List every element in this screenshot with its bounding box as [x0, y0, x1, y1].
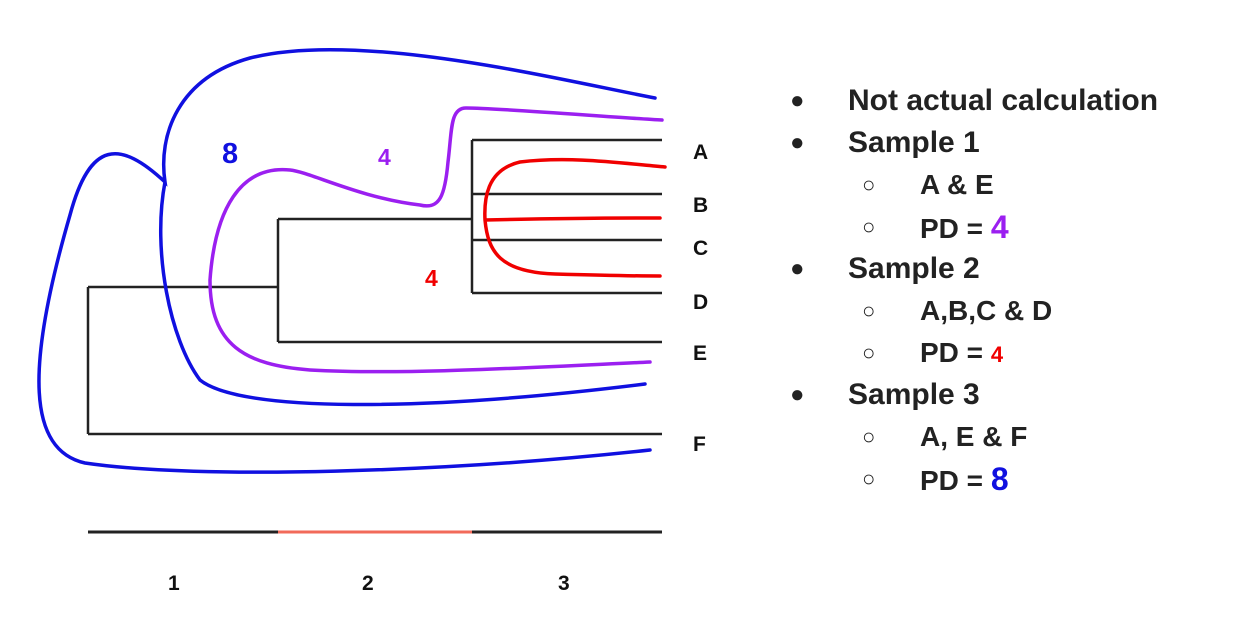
sample-1-members: ○ A & E	[790, 164, 1230, 206]
legend-list: ● Not actual calculation ● Sample 1 ○ A …	[790, 80, 1230, 500]
bullet-hollow-icon: ○	[862, 340, 876, 365]
axis-tick-label-1: 1	[168, 572, 180, 595]
tree-branches	[86, 138, 662, 436]
scale-axis: 1 2 3	[88, 530, 662, 595]
bullet-filled-icon: ●	[790, 129, 805, 156]
sample-3-title: Sample 3	[848, 378, 980, 411]
sample-3-outline	[37, 47, 657, 474]
bullet-hollow-icon: ○	[862, 424, 876, 449]
sample-3-pd-prefix: PD =	[920, 465, 991, 496]
sample-2-pd-value: 4	[990, 342, 1004, 367]
sample-1-title: Sample 1	[848, 126, 980, 159]
sample-3-members: ○ A, E & F	[790, 416, 1230, 458]
phylogenetic-tree-diagram: 8 4 4 A B C D E F 1 2 3	[37, 47, 708, 595]
sample-3-pd-value: 8	[990, 461, 1009, 497]
sample-3-members-text: A, E & F	[920, 421, 1028, 452]
sample-2-pd-label: 4	[425, 265, 438, 291]
bullet-hollow-icon: ○	[862, 214, 876, 239]
tip-label-b: B	[693, 194, 708, 217]
axis-tick-label-3: 3	[558, 572, 570, 595]
bullet-filled-icon: ●	[790, 87, 805, 114]
legend-item-sample-2: ● Sample 2	[790, 248, 1230, 290]
legend-note-text: Not actual calculation	[848, 84, 1159, 117]
sample-2-pd-prefix: PD =	[920, 337, 991, 368]
tip-label-f: F	[693, 433, 706, 456]
sample-1-pd-prefix: PD =	[920, 213, 991, 244]
sample-2-pd: ○ PD = 4	[790, 332, 1230, 374]
sample-3-pd: ○ PD = 8	[790, 458, 1230, 500]
legend-item-note: ● Not actual calculation	[790, 80, 1230, 122]
sample-3-pd-label: 8	[222, 138, 238, 170]
bullet-filled-icon: ●	[790, 381, 805, 408]
sample-2-title: Sample 2	[848, 252, 980, 285]
legend-item-sample-1: ● Sample 1	[790, 122, 1230, 164]
tip-label-a: A	[693, 141, 708, 164]
axis-tick-label-2: 2	[362, 572, 374, 595]
tip-label-c: C	[693, 237, 708, 260]
sample-2-members-text: A,B,C & D	[920, 295, 1053, 326]
bullet-filled-icon: ●	[790, 255, 805, 282]
sample-1-outline	[208, 106, 664, 374]
legend-item-sample-3: ● Sample 3	[790, 374, 1230, 416]
sample-1-pd: ○ PD = 4	[790, 206, 1230, 248]
sample-2-members: ○ A,B,C & D	[790, 290, 1230, 332]
sample-1-pd-label: 4	[378, 144, 391, 170]
sample-2-outline	[483, 157, 667, 278]
tip-labels: A B C D E F	[693, 141, 708, 456]
sample-1-pd-value: 4	[990, 209, 1009, 245]
tip-label-e: E	[693, 342, 707, 365]
bullet-hollow-icon: ○	[862, 466, 876, 491]
bullet-hollow-icon: ○	[862, 298, 876, 323]
sample-1-members-text: A & E	[920, 169, 994, 200]
tip-label-d: D	[693, 291, 708, 314]
bullet-hollow-icon: ○	[862, 172, 876, 197]
